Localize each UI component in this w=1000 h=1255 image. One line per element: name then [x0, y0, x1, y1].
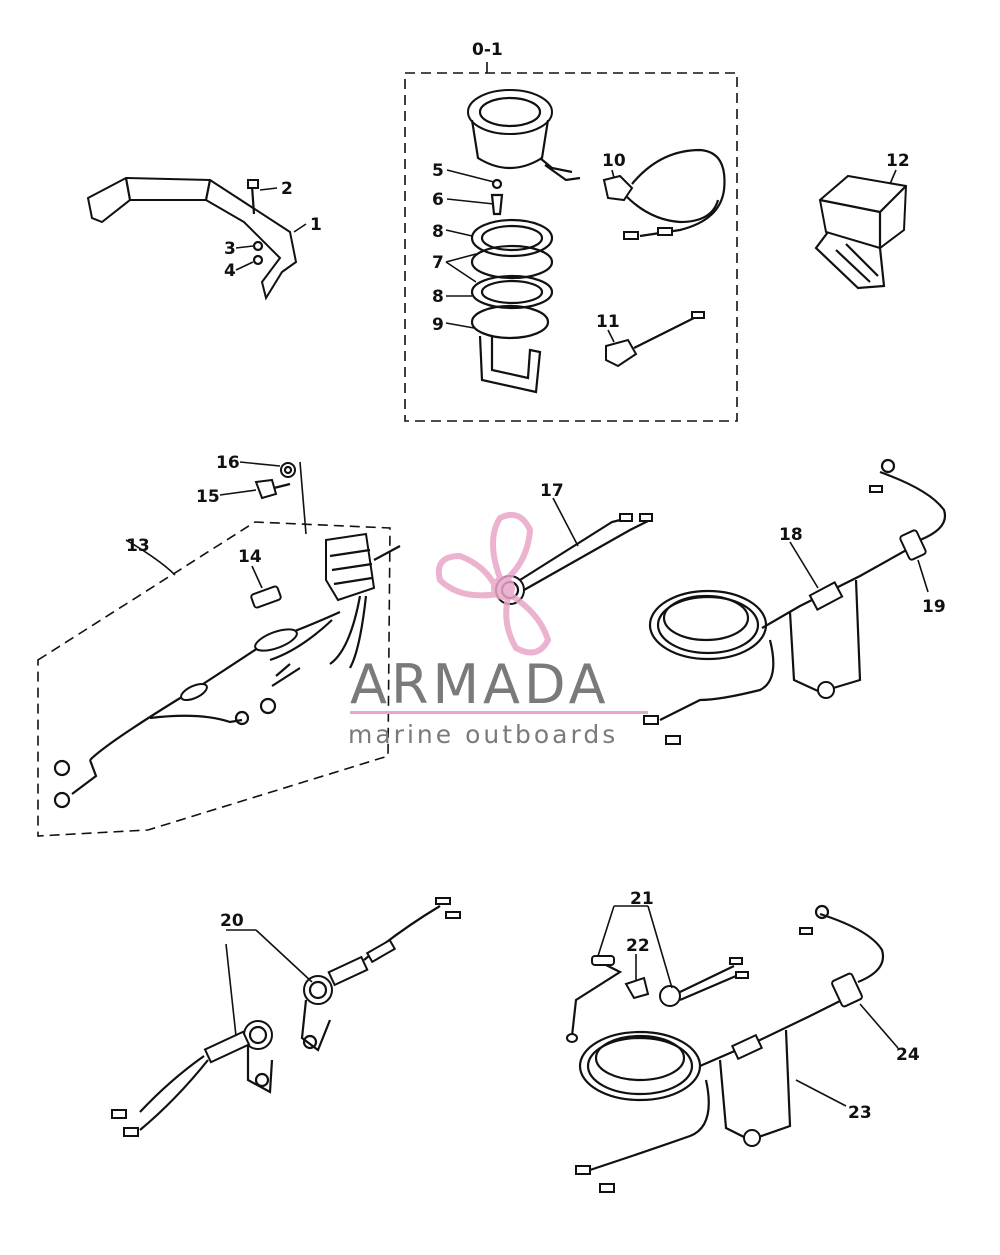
rectifier-module [814, 174, 908, 290]
callout-6: 6 [432, 190, 444, 210]
propeller-blade-3 [503, 592, 552, 656]
callout-13: 13 [126, 536, 150, 556]
kit-0-1-group [404, 62, 738, 422]
callout-14: 14 [238, 547, 262, 567]
fuse-part [250, 585, 282, 609]
brand-name: ARMADA [350, 653, 610, 716]
callout-2: 2 [281, 179, 293, 199]
callout-20: 20 [220, 911, 244, 931]
gauge-sender [605, 311, 705, 368]
lever-assembly [86, 176, 298, 301]
washer-part [280, 462, 296, 478]
gauge-harness [602, 148, 726, 240]
propeller-blade-2 [436, 552, 502, 599]
callout-8b: 8 [432, 287, 444, 307]
gauge-housing [467, 89, 581, 182]
callout-24: 24 [896, 1045, 920, 1065]
callout-15: 15 [196, 487, 220, 507]
kit-boundary [404, 72, 738, 422]
gauge-rings [470, 218, 554, 340]
callout-10: 10 [602, 151, 626, 171]
brand-tagline: marine outboards [348, 720, 618, 749]
watermark: ARMADA marine outboards [348, 512, 648, 749]
callout-11: 11 [596, 312, 620, 332]
harness-kit-13 [37, 461, 401, 837]
brand-rule [350, 711, 648, 714]
callout-7: 7 [432, 253, 444, 273]
cable-18-19 [643, 458, 947, 745]
callout-5: 5 [432, 161, 444, 181]
callout-1: 1 [310, 215, 322, 235]
callout-4: 4 [224, 261, 236, 281]
propeller-blade-1 [490, 512, 534, 584]
callout-21: 21 [630, 889, 654, 909]
callout-labels: 0-1 2 1 3 4 5 6 8 7 8 9 10 12 11 16 15 1… [126, 40, 946, 1123]
callout-kit: 0-1 [472, 40, 503, 60]
gauge-stud [490, 178, 504, 216]
screw-part [254, 478, 278, 500]
leader-lines [219, 169, 929, 1107]
callout-3: 3 [224, 239, 236, 259]
propeller-logo-icon [436, 512, 552, 656]
callout-19: 19 [922, 597, 946, 617]
callout-18: 18 [779, 525, 803, 545]
callout-22: 22 [626, 936, 650, 956]
callout-8a: 8 [432, 222, 444, 242]
gauge-bracket [478, 335, 542, 394]
callout-12: 12 [886, 151, 910, 171]
cable-21-24 [566, 904, 885, 1193]
propeller-hub [491, 576, 515, 600]
callout-23: 23 [848, 1103, 872, 1123]
switch-assembly-20 [111, 897, 461, 1137]
callout-16: 16 [216, 453, 240, 473]
callout-17: 17 [540, 481, 564, 501]
callout-9: 9 [432, 315, 444, 335]
